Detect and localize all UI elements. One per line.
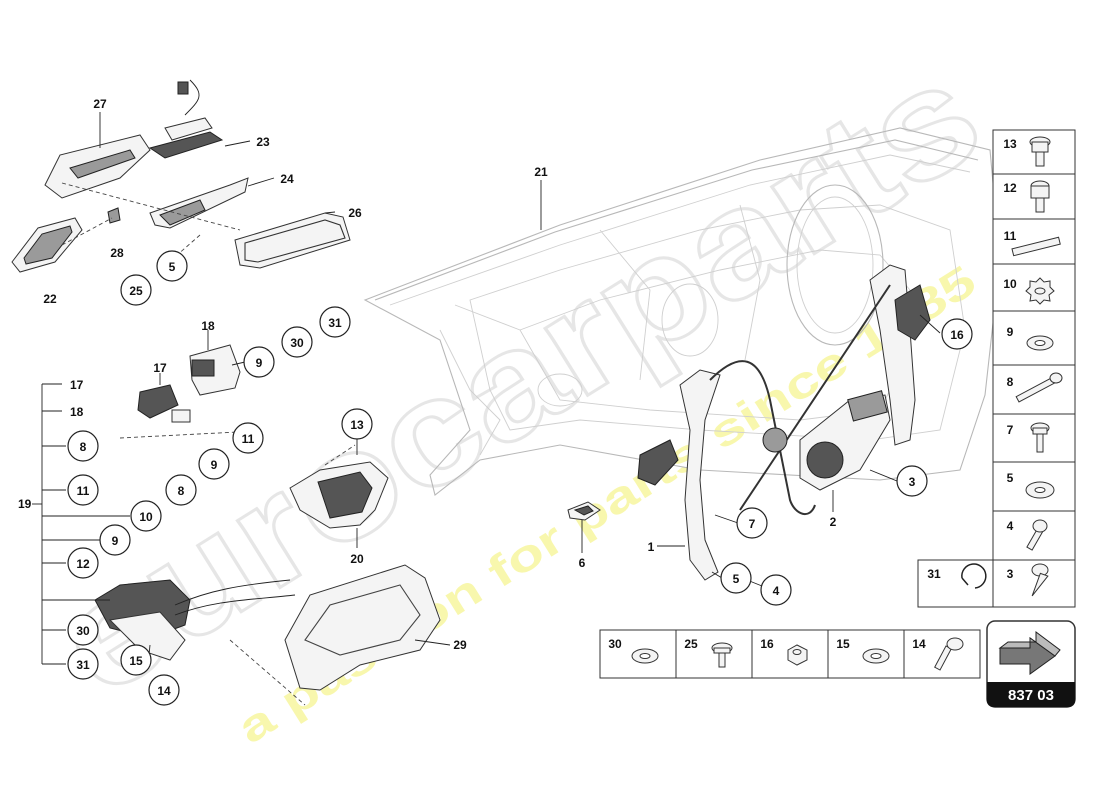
label-6: 6 — [579, 556, 586, 570]
label-24: 24 — [280, 172, 294, 186]
table-num-10: 10 — [1003, 277, 1017, 291]
table-num-15: 15 — [836, 637, 850, 651]
table-num-4: 4 — [1007, 519, 1014, 533]
nut-icon — [787, 644, 808, 666]
circlip-icon — [961, 563, 987, 589]
latch-parts — [94, 344, 441, 706]
label-22: 22 — [43, 292, 57, 306]
label-23: 23 — [256, 135, 270, 149]
callout-3: 3 — [909, 475, 916, 489]
callout-30: 30 — [290, 336, 304, 350]
callout-4: 4 — [773, 584, 780, 598]
group-19-item-10: 10 — [139, 510, 153, 524]
label-29: 29 — [453, 638, 467, 652]
label-2: 2 — [830, 515, 837, 529]
washer-icon — [862, 648, 890, 664]
group-19-item-12: 12 — [76, 557, 90, 571]
table-num-25: 25 — [684, 637, 698, 651]
circled-callouts: 5 25 9 30 31 11 9 8 13 15 14 16 3 7 5 4 — [120, 250, 973, 706]
washer-icon — [1025, 481, 1055, 499]
washer-icon — [1026, 335, 1054, 351]
bolt-icon — [934, 637, 964, 671]
callout-leaders — [99, 112, 941, 656]
table-num-30: 30 — [608, 637, 622, 651]
label-26: 26 — [348, 206, 362, 220]
table-num-9: 9 — [1007, 325, 1014, 339]
lock-washer-icon — [1025, 277, 1055, 305]
group-19-item-30: 30 — [76, 624, 90, 638]
label-28: 28 — [110, 246, 124, 260]
callout-16: 16 — [950, 328, 964, 342]
bolt-flange-icon — [1030, 180, 1050, 213]
long-bolt-icon — [1015, 372, 1063, 403]
washer-icon — [631, 648, 659, 664]
label-1: 1 — [648, 540, 655, 554]
callout-5-handle: 5 — [169, 260, 176, 274]
group-19-item-31: 31 — [76, 658, 90, 672]
arrow-3d-icon — [998, 631, 1061, 675]
plain-labels: 27 23 24 26 22 28 21 18 17 20 2 6 1 29 — [43, 97, 836, 652]
window-regulator-parts — [567, 264, 931, 581]
table-num-14: 14 — [912, 637, 926, 651]
table-num-5: 5 — [1007, 471, 1014, 485]
callout-9-lock: 9 — [211, 458, 218, 472]
door-frame-drawing — [363, 127, 1001, 496]
table-num-12: 12 — [1003, 181, 1017, 195]
callout-9-actuator: 9 — [256, 356, 263, 370]
group-19-item-8: 8 — [80, 440, 87, 454]
label-18: 18 — [201, 319, 215, 333]
bolt-icon — [711, 642, 733, 668]
table-num-11: 11 — [1004, 229, 1017, 243]
table-num-7: 7 — [1007, 423, 1014, 437]
table-num-8: 8 — [1007, 375, 1014, 389]
bolt-icon — [1030, 422, 1050, 453]
label-21: 21 — [534, 165, 548, 179]
callout-14: 14 — [157, 684, 171, 698]
callout-11: 11 — [242, 432, 255, 446]
group-19-item-11: 11 — [77, 484, 90, 498]
group-19-item-18: 18 — [70, 405, 84, 419]
table-num-13: 13 — [1003, 137, 1017, 151]
hardware-table-bottom: 30 25 16 15 14 — [599, 629, 981, 679]
hardware-table-right: 13 12 11 10 9 8 7 5 4 3 31 — [917, 129, 1076, 608]
callout-13: 13 — [350, 418, 364, 432]
callout-25: 25 — [129, 284, 143, 298]
tapping-screw-icon — [1031, 563, 1049, 597]
label-17: 17 — [153, 361, 167, 375]
callout-31: 31 — [328, 316, 342, 330]
label-27: 27 — [93, 97, 107, 111]
callout-15: 15 — [129, 654, 143, 668]
group-19-item-17: 17 — [70, 378, 84, 392]
group-19-item-9: 9 — [112, 534, 119, 548]
reference-code: 837 03 — [1008, 687, 1054, 704]
callout-8: 8 — [178, 484, 185, 498]
callout-7: 7 — [749, 517, 756, 531]
table-num-3: 3 — [1007, 567, 1014, 581]
callout-5-regulator: 5 — [733, 572, 740, 586]
pin-icon — [1011, 236, 1061, 257]
table-num-16: 16 — [760, 637, 774, 651]
label-20: 20 — [350, 552, 364, 566]
group-19-bracket: 19 17 18 8 11 10 9 12 30 31 — [18, 378, 162, 680]
table-num-31: 31 — [927, 567, 941, 581]
group-19-label: 19 — [18, 497, 32, 511]
bolt-flange-icon — [1029, 136, 1051, 167]
handle-group-parts — [11, 79, 351, 273]
screw-icon — [1026, 519, 1048, 551]
reference-box: 837 03 — [986, 620, 1076, 708]
